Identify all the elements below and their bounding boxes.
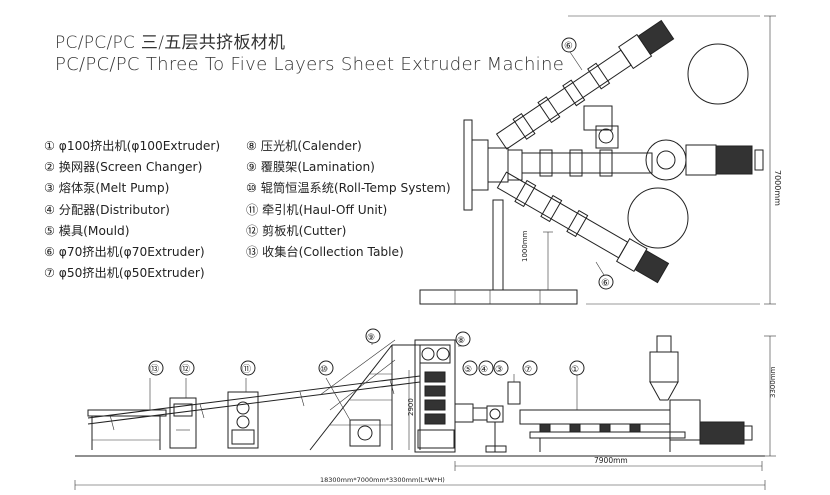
legend-item-10: ⑩ 辊筒恒温系统(Roll-Temp System) — [246, 181, 451, 196]
dim-label-7900: 7900mm — [594, 456, 628, 465]
top-mould-plate — [463, 119, 473, 211]
callout-1: ① — [571, 365, 579, 375]
callout-5: ⑤ — [464, 365, 472, 375]
dim-label-3300: 3300mm — [769, 366, 777, 398]
callout-9: ⑨ — [367, 333, 375, 343]
legend-item-8: ⑧ 压光机(Calender) — [246, 139, 362, 153]
legend-item-7: ⑦ φ50挤出机(φ50Extruder) — [44, 266, 205, 281]
roll-temp-system: ⑩ — [318, 339, 396, 447]
legend-right: ⑧ 压光机(Calender) ⑨ 覆膜架(Lamination) ⑩ 辊筒恒温… — [246, 136, 451, 263]
callout-4: ④ — [480, 365, 488, 375]
title-chinese: PC/PC/PC 三/五层共挤板材机 — [55, 33, 286, 53]
collection-table: ⑬ — [87, 360, 167, 450]
mould-distributor-pump: ⑤ ④ ③ ⑦ — [454, 360, 538, 453]
top-lower-extruder — [496, 171, 670, 284]
legend-item-5: ⑤ 模具(Mould) — [44, 223, 130, 238]
lamination-frame: ⑨ — [309, 328, 421, 451]
dim-label-2900: 2900 — [407, 398, 415, 416]
haul-off-unit: ⑪ — [227, 360, 259, 449]
legend-item-2: ② 换网器(Screen Changer) — [44, 160, 203, 175]
side-view: ⑬ ⑫ ⑪ — [74, 328, 777, 490]
top-main-extruder — [521, 139, 764, 181]
legend-item-12: ⑫ 剪板机(Cutter) — [246, 223, 347, 238]
callout-10: ⑩ — [320, 365, 328, 375]
callout-top-upper: ⑥ — [564, 41, 573, 52]
callout-13: ⑬ — [150, 364, 159, 375]
main-extruder: ① — [519, 335, 753, 452]
legend-item-13: ⑬ 收集台(Collection Table) — [246, 245, 404, 260]
legend-left: ① φ100挤出机(φ100Extruder) ② 换网器(Screen Cha… — [44, 136, 220, 284]
legend-item-3: ③ 熔体泵(Melt Pump) — [44, 181, 170, 196]
callout-3: ③ — [495, 365, 503, 375]
callout-8: ⑧ — [457, 336, 465, 346]
callout-12: ⑫ — [181, 364, 190, 375]
dim-label-1000: 1000mm — [521, 230, 529, 262]
calender: ⑧ 2900 — [407, 331, 471, 453]
top-base-frame — [419, 289, 578, 305]
legend-item-4: ④ 分配器(Distributor) — [44, 202, 170, 217]
dim-label-overall: 18300mm*7000mm*3300mm(L*W*H) — [320, 476, 445, 484]
top-upper-extruder — [495, 19, 675, 150]
callout-11: ⑪ — [242, 364, 251, 375]
dim-label-7000: 7000mm — [773, 170, 782, 206]
legend-item-9: ⑨ 覆膜架(Lamination) — [246, 160, 375, 175]
legend-item-6: ⑥ φ70挤出机(φ70Extruder) — [44, 245, 205, 260]
top-view: 7000mm 1000mm — [419, 15, 782, 305]
top-stand — [492, 199, 504, 291]
callout-7: ⑦ — [524, 365, 532, 375]
legend-item-1: ① φ100挤出机(φ100Extruder) — [44, 139, 221, 153]
title-english: PC/PC/PC Three To Five Layers Sheet Extr… — [55, 54, 565, 75]
legend-item-11: ⑪ 牵引机(Haul-Off Unit) — [246, 202, 388, 217]
top-upper-hopper — [687, 43, 749, 105]
top-lower-hopper — [627, 187, 689, 249]
callout-top-lower: ⑥ — [601, 278, 610, 289]
